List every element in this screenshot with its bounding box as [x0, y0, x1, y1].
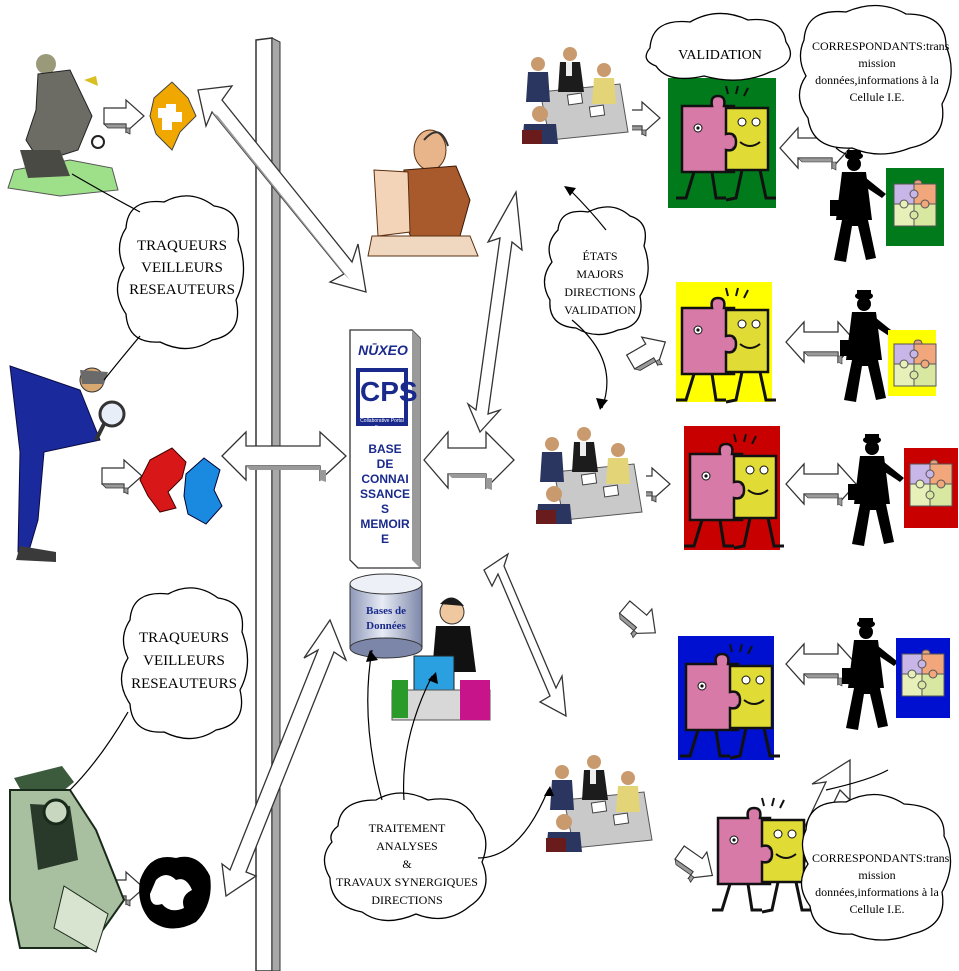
cloud-etats-majors	[543, 206, 649, 336]
puzzle-icon-2	[893, 339, 937, 387]
chevron-arrow-7	[612, 594, 667, 648]
cps-product-subtitle: Collaborative Portal Server	[360, 418, 404, 431]
chevron-arrow-5	[622, 327, 675, 379]
kb-line-1: BASE	[368, 442, 402, 456]
label-traqueurs-bottom-1: TRAQUEURS	[138, 630, 229, 646]
label-traitement-3: &	[402, 857, 412, 871]
label-correspondants-bottom: CORRESPONDANTS:trans mission données,inf…	[812, 851, 950, 916]
kb-line-6: MEMOIR	[360, 517, 410, 531]
kb-line-2: DE	[376, 457, 394, 471]
kb-line-5: S	[380, 502, 389, 516]
arrow-bottom-left-to-db	[221, 618, 348, 898]
arrow-meeting-to-blue	[483, 552, 567, 718]
nuxeo-brand: NŪXEO	[358, 342, 408, 358]
database-cylinder	[349, 573, 423, 659]
central-pillar	[255, 37, 281, 971]
woman-at-computer-figure	[391, 597, 491, 721]
label-etats-3: DIRECTIONS	[564, 285, 636, 299]
label-traitement-5: DIRECTIONS	[371, 893, 443, 907]
label-etats-2: MAJORS	[576, 267, 624, 281]
puzzle-icon-4	[901, 649, 945, 697]
cps-server-tower	[349, 329, 421, 569]
puzzle-characters-bottom	[710, 796, 814, 914]
puzzle-icon-3	[909, 459, 953, 507]
connector-curves	[69, 147, 889, 859]
blue-detective-figure	[9, 365, 126, 562]
label-traqueurs-bottom-2: VEILLEURS	[143, 653, 225, 669]
label-traqueurs-bottom-3: RESEAUTEURS	[131, 676, 237, 692]
cloud-traqueurs-bottom	[120, 587, 249, 740]
database-label-2: Données	[366, 620, 406, 632]
cps-product-logo: CPS	[360, 376, 418, 407]
trench-coat-spy-figure	[9, 766, 126, 953]
kb-line-4: SSANCE	[359, 487, 410, 501]
chevron-arrow-1	[103, 99, 145, 135]
connector-arrowheads	[366, 186, 608, 796]
black-puzzle-piece	[139, 856, 211, 929]
label-validation: VALIDATION	[678, 48, 762, 63]
arrow-server-to-meeting-top	[466, 189, 523, 434]
detective-crouching-figure	[7, 54, 119, 197]
label-traqueurs-top-2: VEILLEURS	[141, 260, 223, 276]
chevron-arrow-8	[668, 838, 723, 891]
cloud-validation	[645, 12, 791, 81]
meeting-scene-bottom	[543, 751, 657, 853]
double-arrow-right-3	[785, 463, 857, 507]
chevron-arrow-2	[101, 459, 143, 495]
arrow-server-to-meeting-mid	[423, 430, 515, 490]
label-traqueurs-top-3: RESEAUTEURS	[129, 282, 235, 298]
puzzle-icon-1	[893, 179, 937, 227]
walking-businessman-2	[840, 290, 896, 402]
headset-operator-figure	[367, 129, 479, 257]
label-traitement-1: TRAITEMENT	[368, 821, 446, 835]
label-traitement-4: TRAVAUX SYNERGIQUES	[336, 875, 478, 889]
label-etats-4: VALIDATION	[564, 303, 636, 317]
label-traqueurs-top-1: TRAQUEURS	[136, 238, 227, 254]
walking-businessman-1	[830, 150, 886, 262]
red-blue-puzzle-pieces	[139, 447, 223, 525]
meeting-scene-top	[519, 43, 633, 145]
kb-line-7: E	[380, 532, 389, 546]
orange-puzzle-piece	[149, 81, 197, 151]
label-correspondants-top: CORRESPONDANTS:trans mission données,inf…	[812, 39, 950, 104]
kb-line-3: CONNAI	[361, 472, 409, 486]
arrow-left-double-middle	[221, 430, 347, 482]
cloud-traqueurs-top	[116, 195, 245, 350]
cloud-correspondants-bottom	[800, 793, 952, 941]
label-etats-1: ÉTATS	[582, 249, 618, 263]
arrow-top-left-to-operator	[197, 85, 367, 293]
label-traitement-2: ANALYSES	[376, 839, 438, 853]
cloud-correspondants-top	[798, 4, 952, 155]
walking-businessman-3	[848, 434, 904, 546]
meeting-scene-middle	[533, 423, 647, 525]
cloud-traitement	[323, 792, 487, 922]
walking-businessman-4	[842, 618, 898, 730]
database-label-1: Bases de	[365, 605, 407, 617]
